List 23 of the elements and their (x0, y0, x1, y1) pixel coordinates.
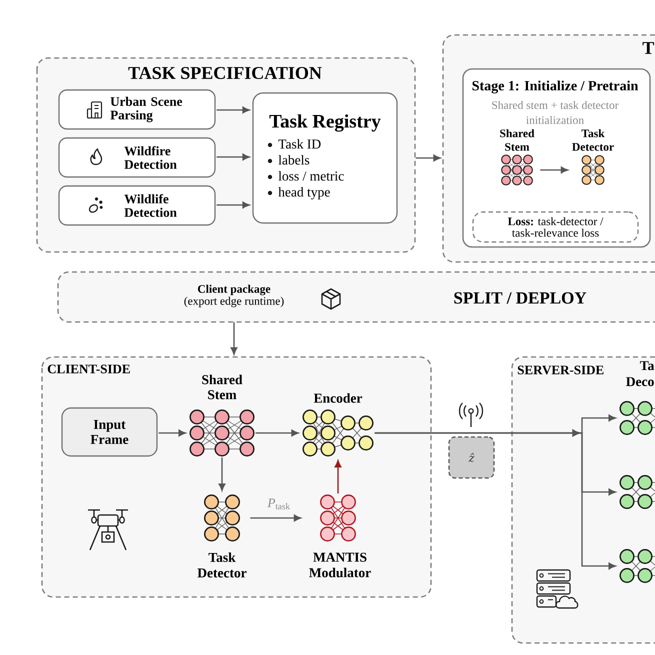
package-note: (export edge runtime) (184, 296, 284, 308)
task-box: Wildlife Detection (58, 185, 216, 226)
edge-label: P$_{task}$ (266, 498, 292, 510)
network-title: Shared Stem (202, 374, 242, 400)
task-box: Wildfire Detection (58, 137, 216, 178)
latent-box: ẑ (448, 436, 495, 479)
list-item: labels (278, 155, 310, 165)
list-item: Task ID (278, 139, 321, 149)
neural-network (620, 549, 655, 583)
input-box: Input Frame (61, 407, 158, 457)
network-title: Task Detector (572, 129, 614, 151)
neural-network (620, 475, 655, 509)
list-item: loss / metric (278, 171, 344, 181)
network-title: Encoder (314, 393, 362, 403)
package-label: Client package (198, 284, 270, 296)
list-item: head type (278, 187, 330, 200)
network-title: MANTIS Modulator (309, 552, 371, 578)
network-title: Ta Deco (626, 361, 654, 386)
task-box: Urban Scene Parsing (58, 89, 216, 130)
stage-description: Shared stem + task detector initialization (492, 100, 619, 124)
network-title: Shared Stem (500, 129, 534, 151)
network-title: Task Detector (198, 552, 246, 578)
loss-box: Loss: task-detector / task-relevance loss (472, 211, 639, 243)
